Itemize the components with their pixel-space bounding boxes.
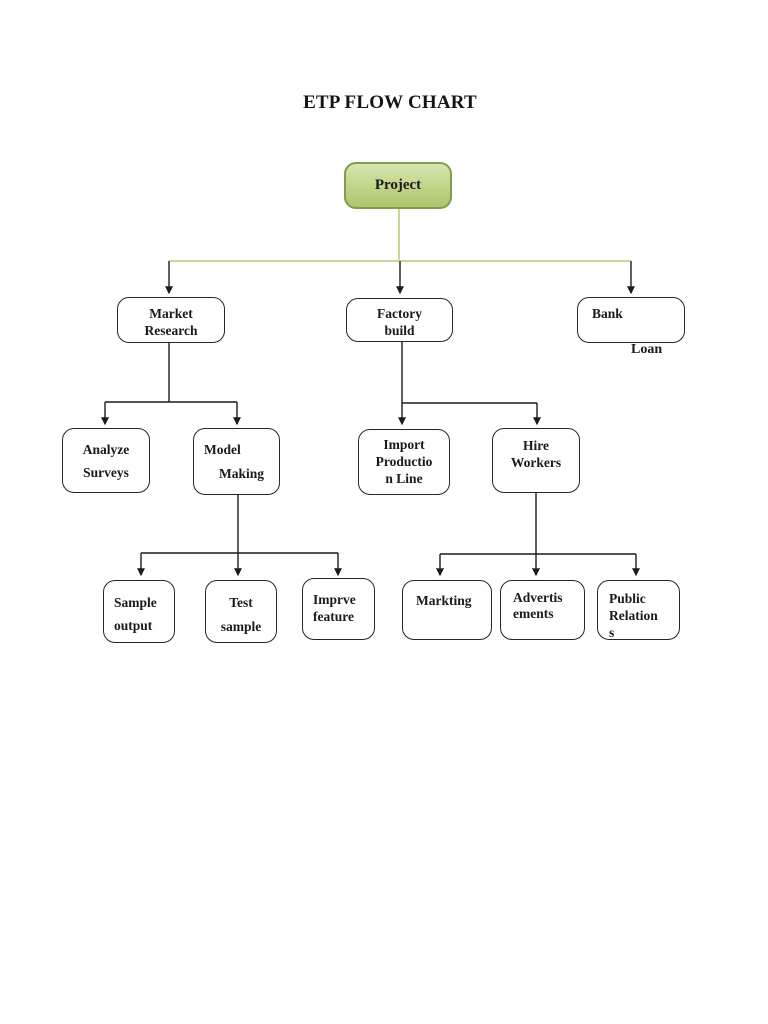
node-analyze-surveys: Analyze Surveys	[62, 428, 150, 493]
node-label-line: Hire	[523, 438, 549, 453]
node-public-relations: Public Relation s	[597, 580, 680, 640]
green-connector	[169, 209, 631, 262]
node-label-line: feature	[313, 609, 354, 624]
node-label-line: Imprve	[313, 592, 356, 607]
bank-loan-overflow-label: Loan	[631, 342, 663, 357]
node-test-sample: Test sample	[205, 580, 277, 643]
node-model-making: Model Making	[193, 428, 280, 495]
node-factory-build: Factory build	[346, 298, 453, 342]
flowchart-title: ETP FLOW CHART	[303, 92, 477, 113]
node-label-line: Sample	[114, 595, 157, 610]
node-markting: Markting	[402, 580, 492, 640]
node-label-line: Test	[229, 595, 253, 610]
node-label-line: n Line	[385, 471, 423, 486]
node-project: Project	[344, 162, 452, 209]
node-label-line: sample	[220, 619, 262, 634]
node-label-line: Bank	[592, 306, 623, 321]
node-label-line: Markting	[416, 593, 472, 608]
node-label-line: Market	[149, 306, 193, 321]
node-label-line: Research	[144, 323, 198, 338]
node-label-line: Making	[219, 466, 265, 481]
node-label-line: Analyze	[82, 442, 130, 457]
node-import-production-line: Import Productio n Line	[358, 429, 450, 495]
node-imprve-feature: Imprve feature	[302, 578, 375, 640]
node-bank: Bank	[577, 297, 685, 343]
node-advertisements: Advertis ements	[500, 580, 585, 640]
node-label-line: Advertis	[513, 590, 563, 605]
node-label-line: Productio	[375, 454, 433, 469]
node-label-line: build	[384, 323, 415, 338]
node-label-line: Import	[383, 437, 425, 452]
node-label-line: Surveys	[83, 465, 129, 480]
node-label-line: Factory	[377, 306, 422, 321]
node-label-line: Public	[609, 591, 646, 606]
node-market-research: Market Research	[117, 297, 225, 343]
node-label-line: Model	[204, 442, 241, 457]
node-label-line: output	[114, 618, 153, 633]
node-label-line: Workers	[510, 455, 562, 470]
node-label-line: ements	[513, 606, 554, 621]
node-hire-workers: Hire Workers	[492, 428, 580, 493]
node-label-line: s	[609, 625, 615, 640]
node-label-line: Relation	[609, 608, 658, 623]
node-label: Project	[374, 177, 422, 193]
node-sample-output: Sample output	[103, 580, 175, 643]
